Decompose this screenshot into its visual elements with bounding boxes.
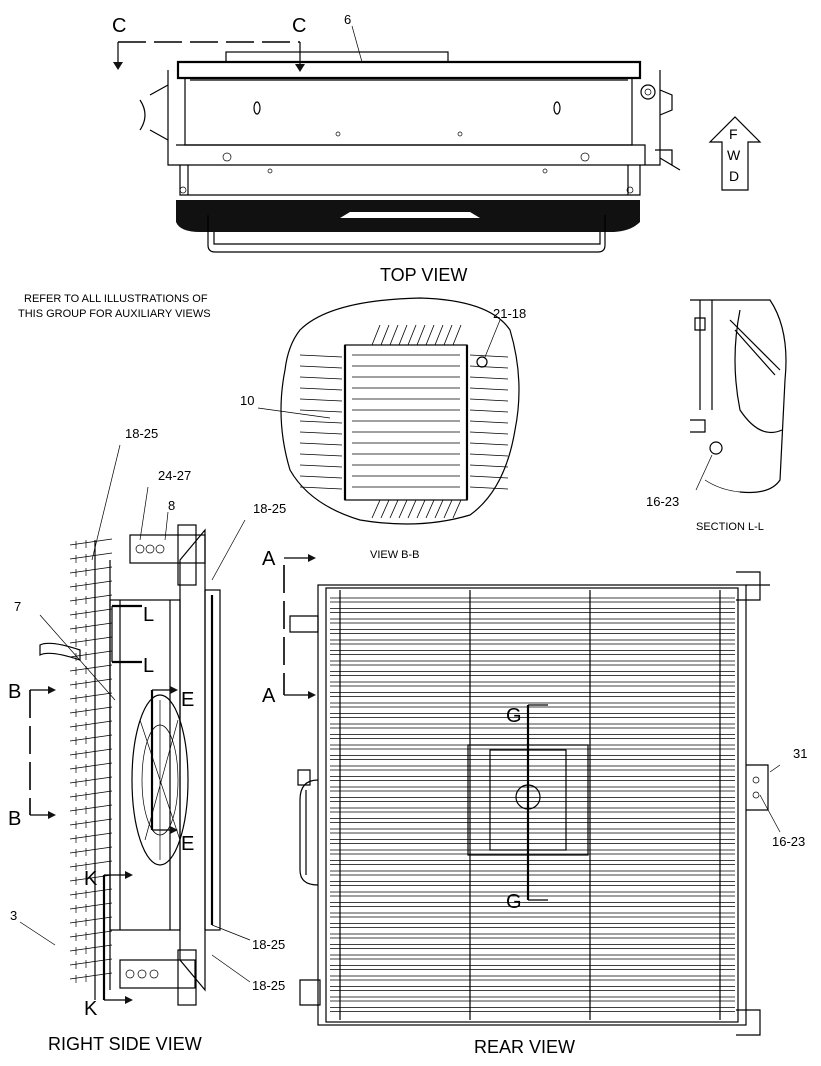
right-side-view-drawing (19, 444, 251, 1006)
section-label-k-bottom: K (84, 998, 98, 1020)
callout-18-25-c: 18-25 (252, 937, 285, 952)
top-view-title: TOP VIEW (380, 265, 467, 285)
section-label-b-bottom: B (8, 808, 21, 830)
section-label-g-bottom: G (506, 891, 522, 913)
callout-31: 31 (793, 746, 807, 761)
section-label-e-bottom: E (181, 833, 194, 855)
section-label-c-right: C (292, 15, 306, 37)
callout-16-23-section: 16-23 (646, 494, 679, 509)
callout-21-18: 21-18 (493, 306, 526, 321)
section-label-g-top: G (506, 705, 522, 727)
callout-18-25-d: 18-25 (252, 978, 285, 993)
rear-view-title: REAR VIEW (474, 1037, 575, 1057)
callout-3: 3 (10, 908, 17, 923)
section-label-b-top: B (8, 681, 21, 703)
callout-10: 10 (240, 393, 254, 408)
section-ll-title: SECTION L-L (696, 521, 764, 533)
callout-18-25-a: 18-25 (125, 426, 158, 441)
view-bb-title: VIEW B-B (370, 549, 420, 561)
note-line-2: THIS GROUP FOR AUXILIARY VIEWS (18, 308, 211, 320)
section-label-l-top: L (143, 604, 154, 626)
fwd-letter-f: F (729, 126, 738, 142)
callout-16-23-rear: 16-23 (772, 834, 805, 849)
section-label-c-left: C (112, 15, 126, 37)
section-label-l-bottom: L (143, 655, 154, 677)
view-bb-drawing (257, 297, 520, 525)
section-label-e-top: E (181, 689, 194, 711)
callout-18-25-b: 18-25 (253, 501, 286, 516)
fwd-letter-w: W (727, 147, 741, 163)
callout-6: 6 (344, 12, 351, 27)
fwd-letter-d: D (729, 168, 739, 184)
right-side-view-title: RIGHT SIDE VIEW (48, 1034, 202, 1054)
fwd-arrow (708, 116, 762, 191)
note-line-1: REFER TO ALL ILLUSTRATIONS OF (24, 293, 208, 305)
section-label-a-bottom: A (262, 685, 276, 707)
callout-7: 7 (14, 599, 21, 614)
section-ll-drawing (690, 299, 787, 494)
top-view-drawing (113, 25, 681, 253)
labels: C C 6 TOP VIEW F W D REFER TO ALL ILLUST… (8, 12, 807, 1057)
section-label-a-top: A (262, 548, 276, 570)
callout-8: 8 (168, 498, 175, 513)
section-label-k-top: K (84, 868, 98, 890)
callout-24-27: 24-27 (158, 468, 191, 483)
rear-view-drawing (283, 554, 781, 1036)
